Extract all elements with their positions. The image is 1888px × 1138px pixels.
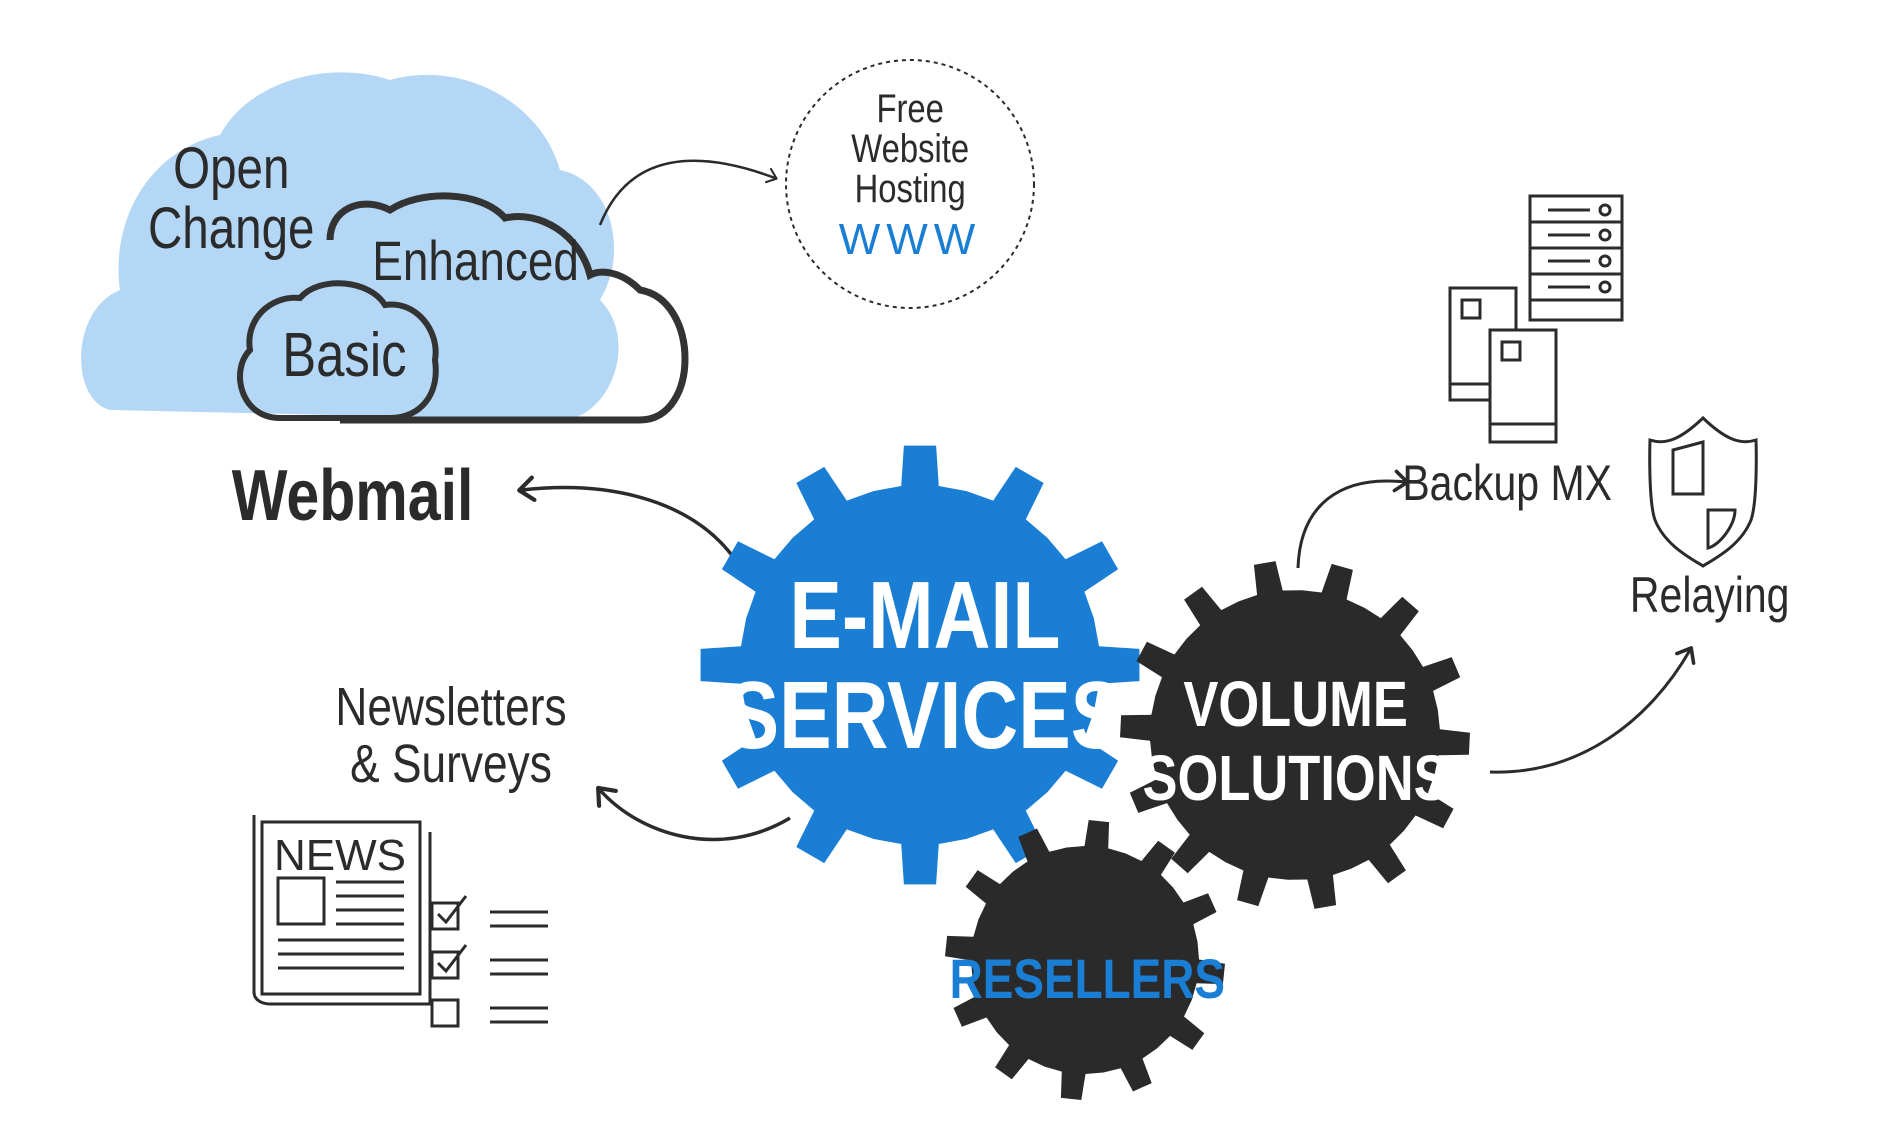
arrow-icon-to-hosting (598, 159, 778, 226)
gear-shape-volume-solutions (1120, 561, 1470, 909)
email-services-line2: SERVICES (727, 662, 1124, 769)
cloud-icon (81, 72, 689, 424)
newspaper-icon (252, 815, 432, 1006)
relaying-label: Relaying (1630, 567, 1790, 623)
cloud-fill (81, 72, 619, 420)
news-label: NEWS (274, 831, 406, 880)
gear-icon-volume-solutions (1120, 561, 1470, 909)
cloud-outline-basic (237, 280, 439, 421)
arrow-icon-to-webmail (517, 475, 744, 571)
checklist-icon (430, 895, 548, 1028)
resellers-label: RESELLERS (950, 948, 1225, 1010)
arrow-icon-to-relaying (1489, 646, 1696, 774)
hosting-line1: Free (876, 86, 943, 131)
arrow-icon-to-backup (1296, 469, 1410, 569)
volume-solutions-line2: SOLUTIONS (1143, 743, 1449, 814)
newsletters-line1: Newsletters (335, 677, 566, 737)
gear-icon-email-services (700, 445, 1140, 885)
webmail-title: Webmail (232, 454, 474, 535)
hosting-www: WWW (839, 215, 982, 264)
cloud-enhanced-label: Enhanced (372, 230, 579, 292)
gear-shape-resellers (945, 820, 1225, 1100)
shield-icon (1648, 415, 1758, 568)
volume-solutions-line1: VOLUME (1183, 669, 1407, 740)
server-rack-icon (1528, 194, 1624, 322)
email-services-line1: E-MAIL (789, 562, 1060, 669)
cloud-basic-label: Basic (282, 321, 406, 390)
server-tower-icon (1448, 286, 1558, 444)
gear-icon-resellers (945, 820, 1225, 1100)
cloud-outline-enhanced (326, 192, 689, 424)
hosting-line3: Hosting (855, 166, 966, 211)
hosting-line2: Website (851, 126, 969, 171)
newsletters-line2: & Surveys (350, 734, 552, 794)
cloud-open-change-line2: Change (148, 197, 315, 262)
backup-mx-label: Backup MX (1402, 455, 1612, 511)
arrow-icon-to-newsletters (596, 785, 791, 842)
gear-shape-email-services (700, 445, 1140, 885)
cloud-open-change-line1: Open (173, 137, 289, 202)
hosting-circle (785, 59, 1035, 309)
